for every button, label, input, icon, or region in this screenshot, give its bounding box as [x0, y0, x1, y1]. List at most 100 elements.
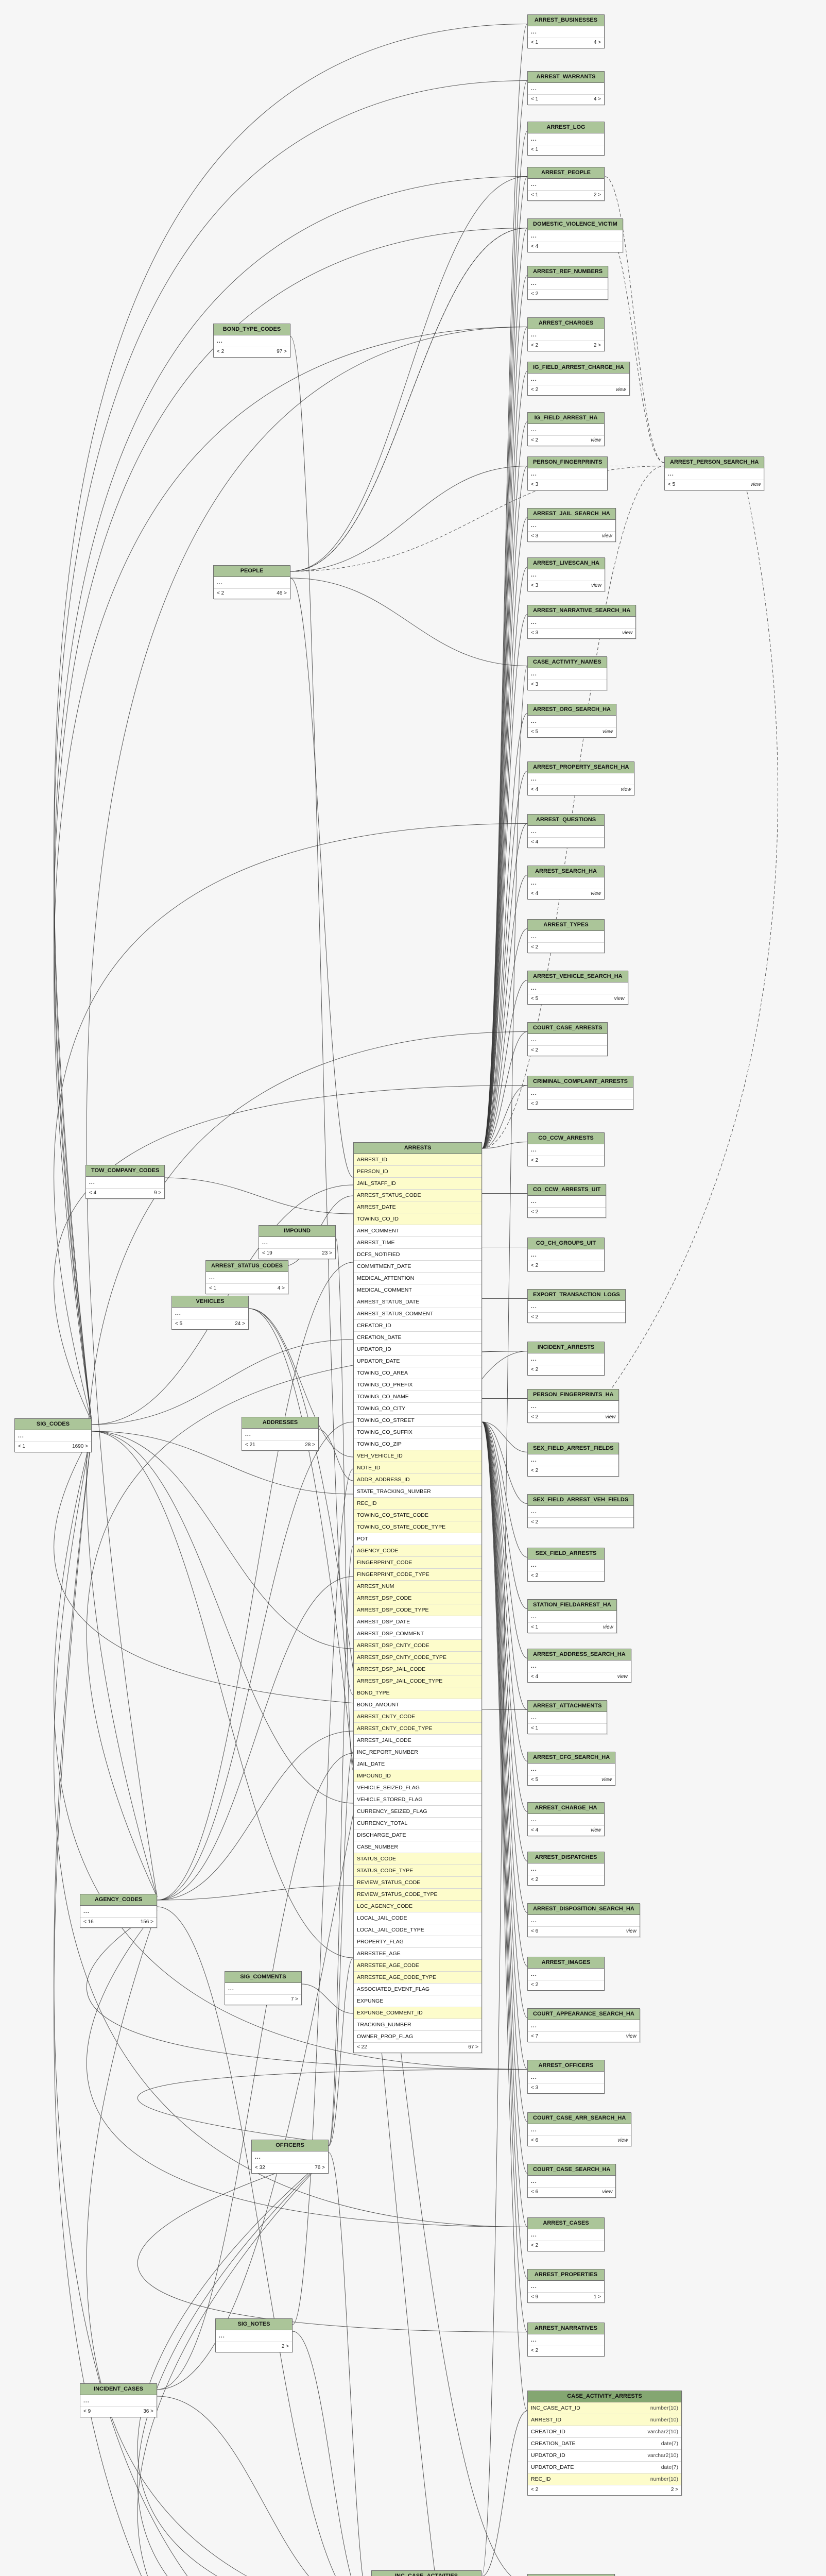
table-name[interactable]: COURT_CASE_ARRESTS [528, 1023, 608, 1034]
table-name[interactable]: CASE_ACTIVITY_VEHICLES [528, 2574, 614, 2576]
table-name[interactable]: CO_CCW_ARRESTS_UIT [528, 1184, 606, 1196]
table-name[interactable]: PERSON_FINGERPRINTS [528, 457, 608, 468]
table-name[interactable]: INCIDENT_CASES [80, 2384, 157, 2395]
table-sig_notes[interactable]: SIG_NOTES...2 > [215, 2318, 292, 2352]
table-arrest_log[interactable]: ARREST_LOG...< 1 [527, 122, 605, 156]
table-name[interactable]: ARREST_NARRATIVES [528, 2323, 604, 2334]
table-name[interactable]: ARREST_CFG_SEARCH_HA [528, 1752, 615, 1764]
table-name[interactable]: ARREST_IMAGES [528, 1957, 604, 1969]
table-name[interactable]: ARREST_JAIL_SEARCH_HA [528, 509, 615, 520]
table-name[interactable]: VEHICLES [172, 1296, 248, 1308]
table-sex_field_arrest_veh_fields[interactable]: SEX_FIELD_ARREST_VEH_FIELDS...< 2 [527, 1494, 634, 1528]
table-name[interactable]: ARRESTS [354, 1143, 481, 1154]
table-name[interactable]: STATION_FIELDARREST_HA [528, 1600, 616, 1611]
table-name[interactable]: ARREST_PEOPLE [528, 167, 604, 179]
table-person_fingerprints[interactable]: PERSON_FINGERPRINTS...< 3 [527, 456, 608, 490]
table-name[interactable]: INCIDENT_ARRESTS [528, 1342, 604, 1353]
table-name[interactable]: CASE_ACTIVITY_NAMES [528, 657, 607, 668]
table-name[interactable]: PEOPLE [214, 566, 290, 577]
table-name[interactable]: PERSON_FINGERPRINTS_HA [528, 1389, 619, 1401]
table-court_case_arrests[interactable]: COURT_CASE_ARRESTS...< 2 [527, 1022, 608, 1056]
table-name[interactable]: ARREST_REF_NUMBERS [528, 266, 608, 278]
table-export_transaction_logs[interactable]: EXPORT_TRANSACTION_LOGS...< 2 [527, 1289, 626, 1323]
table-name[interactable]: ARREST_NARRATIVE_SEARCH_HA [528, 605, 636, 617]
table-name[interactable]: COURT_CASE_ARR_SEARCH_HA [528, 2113, 631, 2124]
table-name[interactable]: ARREST_OFFICERS [528, 2060, 604, 2072]
table-name[interactable]: ARREST_VEHICLE_SEARCH_HA [528, 971, 628, 982]
table-name[interactable]: SIG_COMMENTS [225, 1972, 301, 1983]
table-name[interactable]: BOND_TYPE_CODES [214, 324, 290, 335]
table-name[interactable]: INC_CASE_ACTIVITIES [372, 2571, 481, 2576]
table-name[interactable]: SEX_FIELD_ARRESTS [528, 1548, 604, 1560]
table-co_ch_groups_uit[interactable]: CO_CH_GROUPS_UIT...< 2 [527, 1238, 605, 1272]
table-name[interactable]: IG_FIELD_ARREST_CHARGE_HA [528, 362, 629, 374]
table-name[interactable]: ARREST_PROPERTIES [528, 2269, 604, 2281]
table-name[interactable]: ARREST_SEARCH_HA [528, 866, 604, 877]
table-arrest_images[interactable]: ARREST_IMAGES...< 2 [527, 1957, 605, 1991]
table-name[interactable]: ARREST_LOG [528, 122, 604, 133]
table-name[interactable]: SEX_FIELD_ARREST_FIELDS [528, 1443, 619, 1454]
table-name[interactable]: CASE_ACTIVITY_ARRESTS [528, 2391, 681, 2402]
table-name[interactable]: SIG_NOTES [216, 2319, 292, 2330]
table-name[interactable]: ARREST_TYPES [528, 920, 604, 931]
table-sex_field_arrest_fields[interactable]: SEX_FIELD_ARREST_FIELDS...< 2 [527, 1443, 620, 1477]
table-name[interactable]: CO_CCW_ARRESTS [528, 1133, 604, 1144]
table-name[interactable]: IG_FIELD_ARREST_HA [528, 413, 604, 424]
table-criminal_complaint_arrests[interactable]: CRIMINAL_COMPLAINT_ARRESTS...< 2 [527, 1076, 633, 1110]
table-name[interactable]: OFFICERS [252, 2140, 328, 2151]
table-name[interactable]: ARREST_CHARGE_HA [528, 1803, 604, 1814]
table-case_activity_vehicles[interactable]: CASE_ACTIVITY_VEHICLES...< 2 [527, 2574, 615, 2576]
table-sex_field_arrests[interactable]: SEX_FIELD_ARRESTS...< 2 [527, 1548, 605, 1582]
table-name[interactable]: ARREST_WARRANTS [528, 72, 604, 83]
table-arrest_cases[interactable]: ARREST_CASES...< 2 [527, 2217, 605, 2251]
table-incident_arrests[interactable]: INCIDENT_ARRESTS...< 2 [527, 1342, 605, 1376]
table-name[interactable]: ARREST_CHARGES [528, 318, 604, 329]
table-name[interactable]: ARREST_PERSON_SEARCH_HA [665, 457, 764, 468]
table-arrest_dispatches[interactable]: ARREST_DISPATCHES...< 2 [527, 1852, 605, 1886]
table-name[interactable]: ARREST_ATTACHMENTS [528, 1701, 607, 1712]
table-name[interactable]: COURT_CASE_SEARCH_HA [528, 2164, 616, 2176]
table-name[interactable]: CRIMINAL_COMPLAINT_ARRESTS [528, 1076, 633, 1088]
table-name[interactable]: ARREST_ADDRESS_SEARCH_HA [528, 1649, 631, 1660]
table-arrest_questions[interactable]: ARREST_QUESTIONS...< 4 [527, 814, 605, 848]
table-arrest_types[interactable]: ARREST_TYPES...< 2 [527, 919, 605, 953]
table-name[interactable]: TOW_COMPANY_CODES [86, 1165, 165, 1177]
table-name[interactable]: ADDRESSES [242, 1417, 318, 1429]
table-name[interactable]: IMPOUND [259, 1226, 335, 1237]
table-name[interactable]: ARREST_QUESTIONS [528, 815, 604, 826]
table-name[interactable]: COURT_APPEARANCE_SEARCH_HA [528, 2009, 640, 2020]
table-name[interactable]: ARREST_CASES [528, 2218, 604, 2229]
table-domestic_violence_victim[interactable]: DOMESTIC_VIOLENCE_VICTIM...< 4 [527, 218, 623, 252]
table-arrest_officers[interactable]: ARREST_OFFICERS...< 3 [527, 2060, 605, 2094]
